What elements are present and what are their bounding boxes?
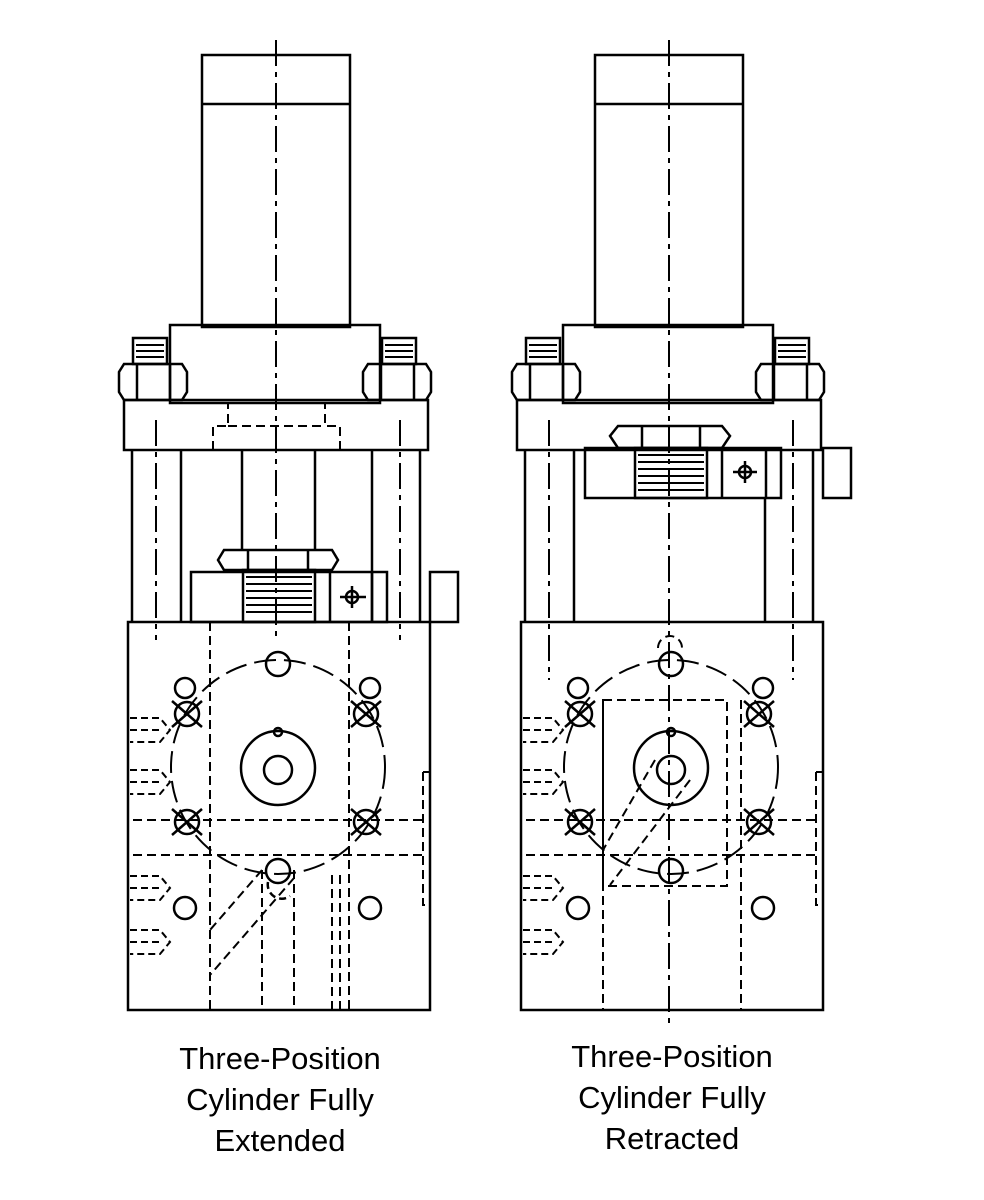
grease-fitting-symbol — [733, 461, 757, 483]
hex-nut-right — [361, 362, 433, 402]
center-bore — [632, 729, 710, 807]
cylinder-extended-view — [117, 40, 460, 1012]
top-plate — [122, 398, 430, 452]
mounting-block — [519, 620, 825, 1012]
caption-line: Three-Position — [179, 1041, 381, 1076]
caption-extended: Three-Position Cylinder Fully Extended — [120, 1038, 440, 1161]
center-bore — [239, 729, 317, 807]
rod-end-nut — [216, 548, 340, 572]
caption-line: Retracted — [604, 1121, 740, 1156]
stud-left — [131, 336, 169, 366]
bolt-holes — [564, 650, 776, 921]
hex-nut-left — [117, 362, 189, 402]
grease-fitting-symbol — [340, 586, 366, 608]
caption-line: Cylinder Fully — [186, 1082, 374, 1117]
bolt-circle — [170, 659, 386, 875]
hex-nut-left — [510, 362, 582, 402]
cylinder-retracted-view — [510, 40, 853, 1025]
bolt-holes — [171, 650, 383, 921]
mounting-block — [126, 620, 432, 1012]
stud-left — [524, 336, 562, 366]
caption-line: Three-Position — [571, 1039, 773, 1074]
stud-right — [380, 336, 418, 366]
side-tab — [821, 446, 853, 500]
caption-line: Extended — [214, 1123, 346, 1158]
tapped-holes-left — [130, 717, 172, 955]
hex-nut-right — [754, 362, 826, 402]
caption-line: Cylinder Fully — [578, 1080, 766, 1115]
side-tab — [428, 570, 460, 624]
top-plate — [515, 398, 823, 452]
stud-right — [773, 336, 811, 366]
bolt-circle — [563, 659, 779, 875]
caption-retracted: Three-Position Cylinder Fully Retracted — [512, 1036, 832, 1159]
tapped-holes-left — [523, 717, 565, 955]
